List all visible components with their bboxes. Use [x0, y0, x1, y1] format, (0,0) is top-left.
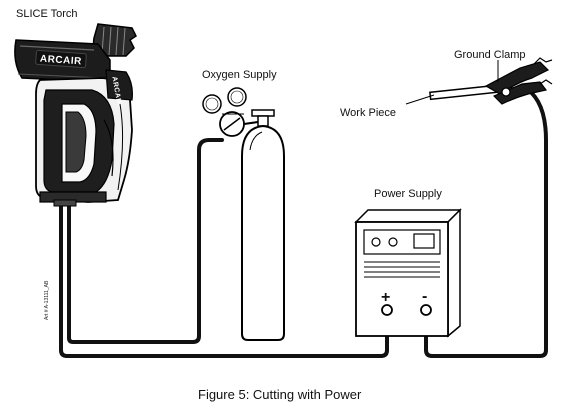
power-vents — [364, 261, 440, 278]
cables — [59, 84, 548, 358]
cylinder-body — [241, 124, 285, 341]
oxygen-cylinder — [202, 87, 285, 341]
torch-brand-badge — [35, 49, 87, 69]
negative-sign: - — [422, 288, 427, 305]
positive-cable — [59, 198, 389, 358]
art-number: Art # A-13111_AB — [44, 280, 50, 320]
gauge-left — [202, 94, 222, 114]
ground-clamp — [484, 57, 553, 105]
slice-torch: ARCAIR ARCAIR — [14, 23, 137, 207]
torch-trigger — [65, 111, 87, 173]
label-power: Power Supply — [374, 188, 442, 200]
label-ground-clamp: Ground Clamp — [454, 49, 526, 61]
positive-sign: + — [381, 289, 390, 306]
figure-caption: Figure 5: Cutting with Power — [198, 387, 362, 402]
gauge-right — [227, 87, 247, 107]
power-box-top — [354, 209, 462, 223]
label-work-piece: Work Piece — [340, 107, 396, 119]
clamp-jaw-bottom — [492, 81, 548, 105]
power-knob-1 — [371, 237, 381, 247]
label-oxygen: Oxygen Supply — [202, 69, 277, 81]
power-supply: + - — [354, 208, 462, 338]
torch-side-plate — [105, 69, 133, 101]
power-display — [413, 233, 435, 249]
power-box-side — [447, 208, 461, 338]
negative-terminal — [420, 304, 432, 316]
power-knob-2 — [388, 237, 398, 247]
label-torch: SLICE Torch — [16, 8, 78, 20]
work-piece-leader — [405, 94, 435, 105]
cylinder-valve — [251, 109, 275, 117]
negative-cable — [424, 84, 548, 358]
torch-brand-text: ARCAIR — [40, 54, 83, 68]
positive-terminal — [381, 304, 393, 316]
oxygen-hose — [67, 138, 224, 344]
clamp-pivot — [501, 87, 511, 97]
